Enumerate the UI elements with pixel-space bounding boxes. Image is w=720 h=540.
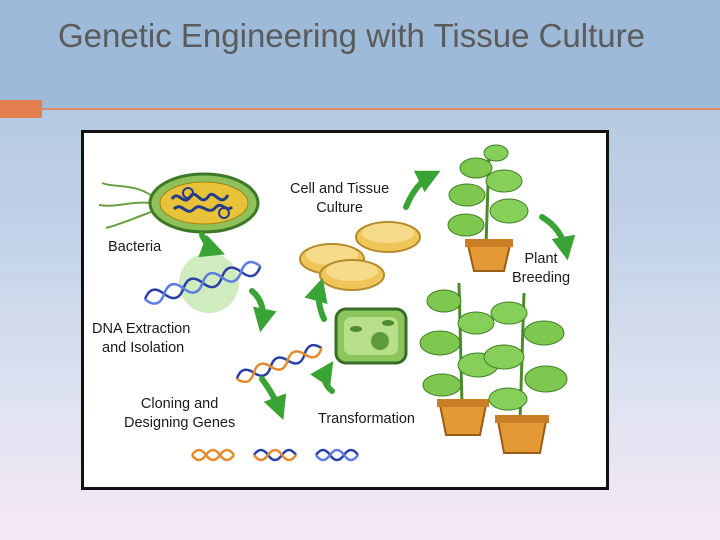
diagram-frame: Bacteria DNA Extraction and Isolation Cl… <box>81 130 609 490</box>
label-dna-extraction-line1: DNA Extraction <box>92 321 191 337</box>
process-illustration <box>98 144 576 462</box>
potted-plant-icon <box>447 144 529 272</box>
bacteria-cell-icon <box>98 172 260 234</box>
arrow-icon <box>249 288 277 333</box>
label-dna-extraction: DNA Extraction and Isolation <box>92 320 190 358</box>
label-cell-tissue-culture: Cell and Tissue Culture <box>290 180 389 218</box>
label-bacteria: Bacteria <box>108 239 162 255</box>
dna-fragments-icon <box>190 448 360 462</box>
label-plant-breeding-line1: Plant <box>524 251 558 267</box>
arrow-icon <box>198 232 225 258</box>
label-cloning-line1: Cloning and <box>140 396 219 412</box>
slide-title: Genetic Engineering with Tissue Culture <box>58 17 645 54</box>
potted-plant-icon <box>483 292 568 454</box>
process-arrows <box>198 170 576 420</box>
title-rule <box>42 108 720 110</box>
title-band <box>0 0 720 108</box>
dna-strand-icon <box>235 343 323 384</box>
arrow-icon <box>304 277 328 322</box>
label-cell-culture-line2: Culture <box>316 200 363 216</box>
label-dna-extraction-line2: and Isolation <box>102 340 185 356</box>
arrow-icon <box>539 214 576 261</box>
arrow-icon <box>403 170 441 210</box>
accent-bar <box>0 100 42 118</box>
label-cloning: Cloning and Designing Genes <box>124 395 235 433</box>
potted-plant-icon <box>419 282 499 436</box>
label-transformation: Transformation <box>318 411 415 427</box>
petri-dishes-icon <box>299 221 421 291</box>
label-cloning-line2: Designing Genes <box>124 415 236 431</box>
label-cell-culture-line1: Cell and Tissue <box>290 181 390 197</box>
plant-cell-icon <box>334 307 408 365</box>
label-plant-breeding: Plant Breeding <box>512 250 570 288</box>
label-plant-breeding-line2: Breeding <box>512 270 571 286</box>
arrow-icon <box>259 376 287 420</box>
highlight-circle <box>179 253 239 313</box>
arrow-icon <box>310 361 335 394</box>
dna-strand-icon <box>143 260 262 305</box>
